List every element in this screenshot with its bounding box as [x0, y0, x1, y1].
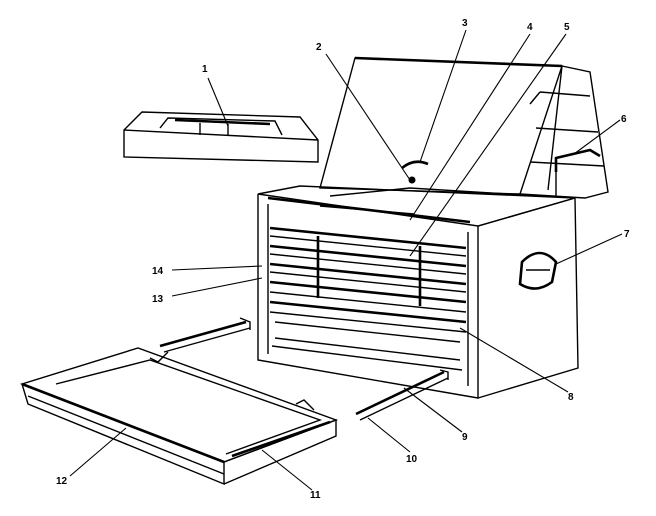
- lid-handle: [554, 148, 601, 196]
- callout-labels: 1 2 3 4 5 6 7 8 9 10 11 12 13 14: [56, 18, 630, 501]
- lid-stay: [401, 160, 429, 184]
- bottom-drawer: [19, 347, 339, 486]
- callout-1: 1: [202, 64, 208, 75]
- callout-6: 6: [621, 114, 627, 125]
- callout-14: 14: [152, 266, 164, 277]
- callout-2: 2: [316, 42, 322, 53]
- callout-11: 11: [310, 490, 321, 501]
- drawer-slide-upper: [159, 317, 251, 353]
- callout-4: 4: [527, 22, 533, 33]
- callout-leaders: [69, 29, 623, 491]
- tote-tray: [123, 111, 319, 163]
- callout-8: 8: [568, 392, 574, 403]
- chest-body: [257, 185, 579, 399]
- callout-7: 7: [624, 229, 630, 240]
- callout-12: 12: [56, 476, 68, 487]
- side-handle: [518, 251, 558, 290]
- callout-5: 5: [564, 22, 570, 33]
- callout-10: 10: [406, 454, 418, 465]
- chest-lid: [319, 56, 609, 199]
- callout-13: 13: [152, 294, 164, 305]
- drawer-slide-lower: [355, 369, 449, 421]
- callout-9: 9: [462, 432, 468, 443]
- callout-3: 3: [462, 18, 468, 29]
